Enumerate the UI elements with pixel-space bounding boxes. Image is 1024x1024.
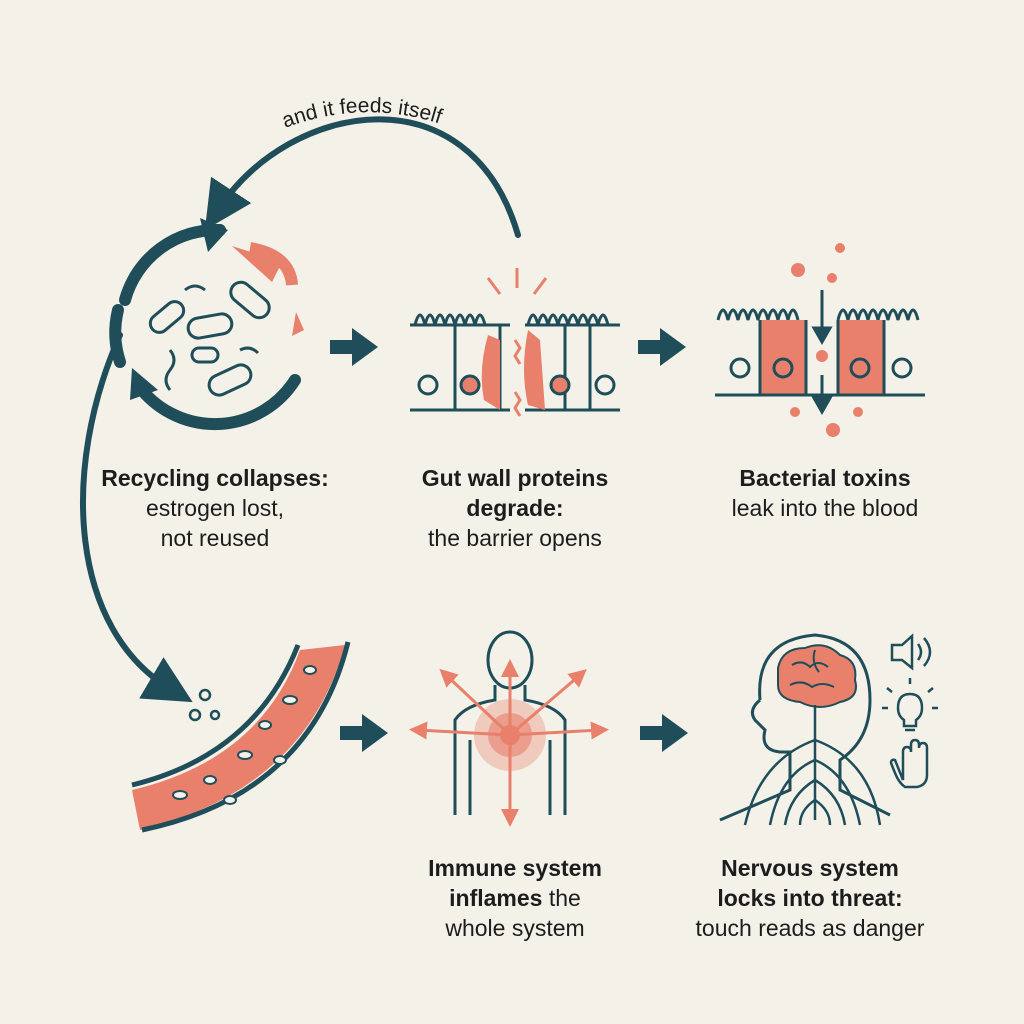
caption-gutwall-title2: degrade: xyxy=(466,495,564,521)
arrow-4 xyxy=(640,714,688,752)
sound-icon xyxy=(890,633,932,671)
caption-nervous-line3: touch reads as danger xyxy=(695,915,925,941)
caption-recycling: Recycling collapses: estrogen lost, not … xyxy=(70,463,360,553)
feedback-loop-arrow xyxy=(204,116,521,238)
caption-gutwall-line3: the barrier opens xyxy=(428,525,602,551)
caption-recycling-line3: not reused xyxy=(160,525,270,551)
gut-wall-icon xyxy=(410,268,620,417)
caption-nervous-title2: locks into threat: xyxy=(717,885,903,911)
arrow-2 xyxy=(638,328,686,366)
caption-nervous-title1: Nervous system xyxy=(721,855,899,881)
blood-vessel-icon xyxy=(131,641,351,833)
arrow-1 xyxy=(330,328,378,366)
down-arrow-to-blood xyxy=(80,332,193,703)
caption-immune-title2: inflames xyxy=(449,885,543,911)
caption-toxins-title: Bacterial toxins xyxy=(739,465,911,491)
body-inflammation-icon xyxy=(409,630,609,827)
caption-immune-title1: Immune system xyxy=(428,855,602,881)
caption-toxins-line2: leak into the blood xyxy=(731,495,919,521)
brain-icon xyxy=(777,644,857,708)
nervous-system-icon xyxy=(719,633,938,826)
caption-gutwall-title1: Gut wall proteins xyxy=(421,465,609,491)
hand-icon xyxy=(889,738,929,789)
caption-nervous: Nervous system locks into threat: touch … xyxy=(670,853,950,943)
caption-toxins: Bacterial toxins leak into the blood xyxy=(690,463,960,523)
caption-recycling-line2: estrogen lost, xyxy=(145,495,285,521)
light-bulb-icon xyxy=(882,678,938,732)
caption-immune: Immune system inflames the whole system xyxy=(390,853,640,943)
arrow-3 xyxy=(340,714,388,752)
caption-immune-line3: whole system xyxy=(445,915,585,941)
toxin-leak-icon xyxy=(715,243,925,437)
caption-gutwall: Gut wall proteins degrade: the barrier o… xyxy=(380,463,650,553)
bacteria-recycling-icon xyxy=(109,218,304,431)
caption-immune-line2: inflames the xyxy=(390,883,640,913)
caption-immune-rest2: the xyxy=(542,885,581,911)
caption-recycling-title: Recycling collapses: xyxy=(101,465,329,491)
